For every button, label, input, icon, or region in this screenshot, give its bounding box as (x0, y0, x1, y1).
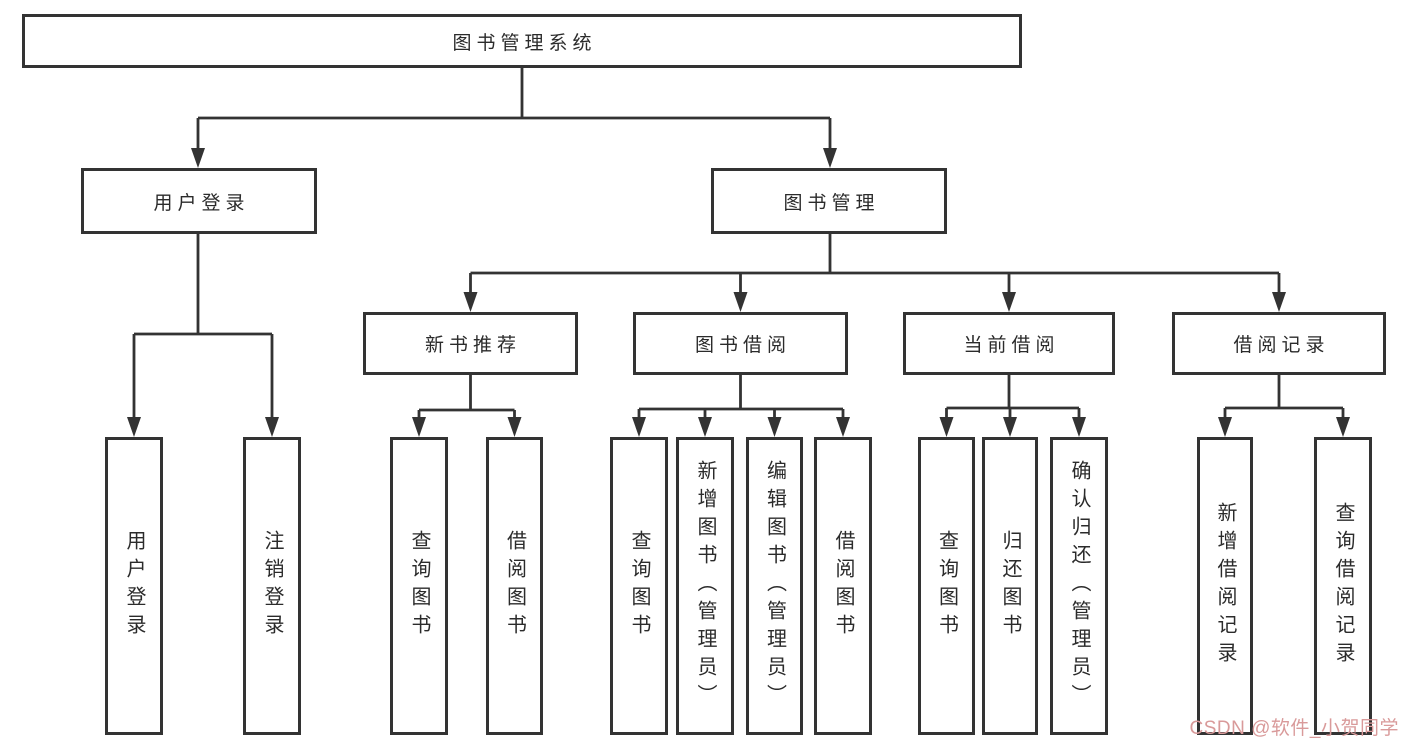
node-user-login-label: 用户登录 (153, 192, 250, 214)
leaf-query-books-current: 查询图书 (918, 437, 975, 735)
node-book-borrow-label: 图书借阅 (694, 335, 791, 356)
node-borrow-records-label: 借阅记录 (1233, 335, 1330, 356)
leaf-borrow-books-recommend: 借阅图书 (486, 437, 543, 735)
csdn-watermark: CSDN @软件_小贺同学 (1189, 718, 1399, 739)
leaf-query-books-recommend: 查询图书 (390, 437, 448, 735)
leaf-edit-book-admin-label: 编辑图书（管理员） (763, 460, 786, 712)
leaf-add-book-admin: 新增图书（管理员） (676, 437, 734, 735)
leaf-confirm-return-admin: 确认归还（管理员） (1050, 437, 1108, 735)
leaf-user-login-label: 用户登录 (123, 530, 145, 642)
leaf-borrow-books-recommend-label: 借阅图书 (503, 530, 526, 642)
node-new-book-recommend-label: 新书推荐 (424, 335, 521, 356)
node-book-management: 图书管理 (711, 168, 947, 234)
node-borrow-records: 借阅记录 (1172, 312, 1386, 375)
leaf-add-borrow-record: 新增借阅记录 (1197, 437, 1253, 735)
node-system-root-label: 图书管理系统 (452, 32, 597, 54)
node-book-borrow: 图书借阅 (633, 312, 848, 375)
leaf-query-borrow-record: 查询借阅记录 (1314, 437, 1372, 735)
leaf-borrow-books: 借阅图书 (814, 437, 872, 735)
leaf-logout: 注销登录 (243, 437, 301, 735)
leaf-edit-book-admin: 编辑图书（管理员） (746, 437, 803, 735)
leaf-confirm-return-admin-label: 确认归还（管理员） (1068, 460, 1090, 712)
leaf-add-borrow-record-label: 新增借阅记录 (1214, 502, 1236, 670)
leaf-borrow-books-label: 借阅图书 (832, 530, 854, 642)
leaf-add-book-admin-label: 新增图书（管理员） (694, 460, 716, 712)
leaf-logout-label: 注销登录 (261, 530, 283, 642)
leaf-query-books-recommend-label: 查询图书 (408, 530, 430, 642)
leaf-query-books-current-label: 查询图书 (935, 530, 958, 642)
leaf-query-borrow-record-label: 查询借阅记录 (1332, 502, 1354, 670)
node-current-borrow-label: 当前借阅 (963, 335, 1060, 356)
node-current-borrow: 当前借阅 (903, 312, 1115, 375)
leaf-return-book: 归还图书 (982, 437, 1038, 735)
leaf-query-books-borrow-label: 查询图书 (628, 530, 650, 642)
node-new-book-recommend: 新书推荐 (363, 312, 578, 375)
leaf-query-books-borrow: 查询图书 (610, 437, 668, 735)
node-user-login: 用户登录 (81, 168, 317, 234)
node-book-management-label: 图书管理 (783, 192, 880, 214)
node-system-root: 图书管理系统 (22, 14, 1022, 68)
leaf-return-book-label: 归还图书 (999, 530, 1021, 642)
leaf-user-login: 用户登录 (105, 437, 163, 735)
